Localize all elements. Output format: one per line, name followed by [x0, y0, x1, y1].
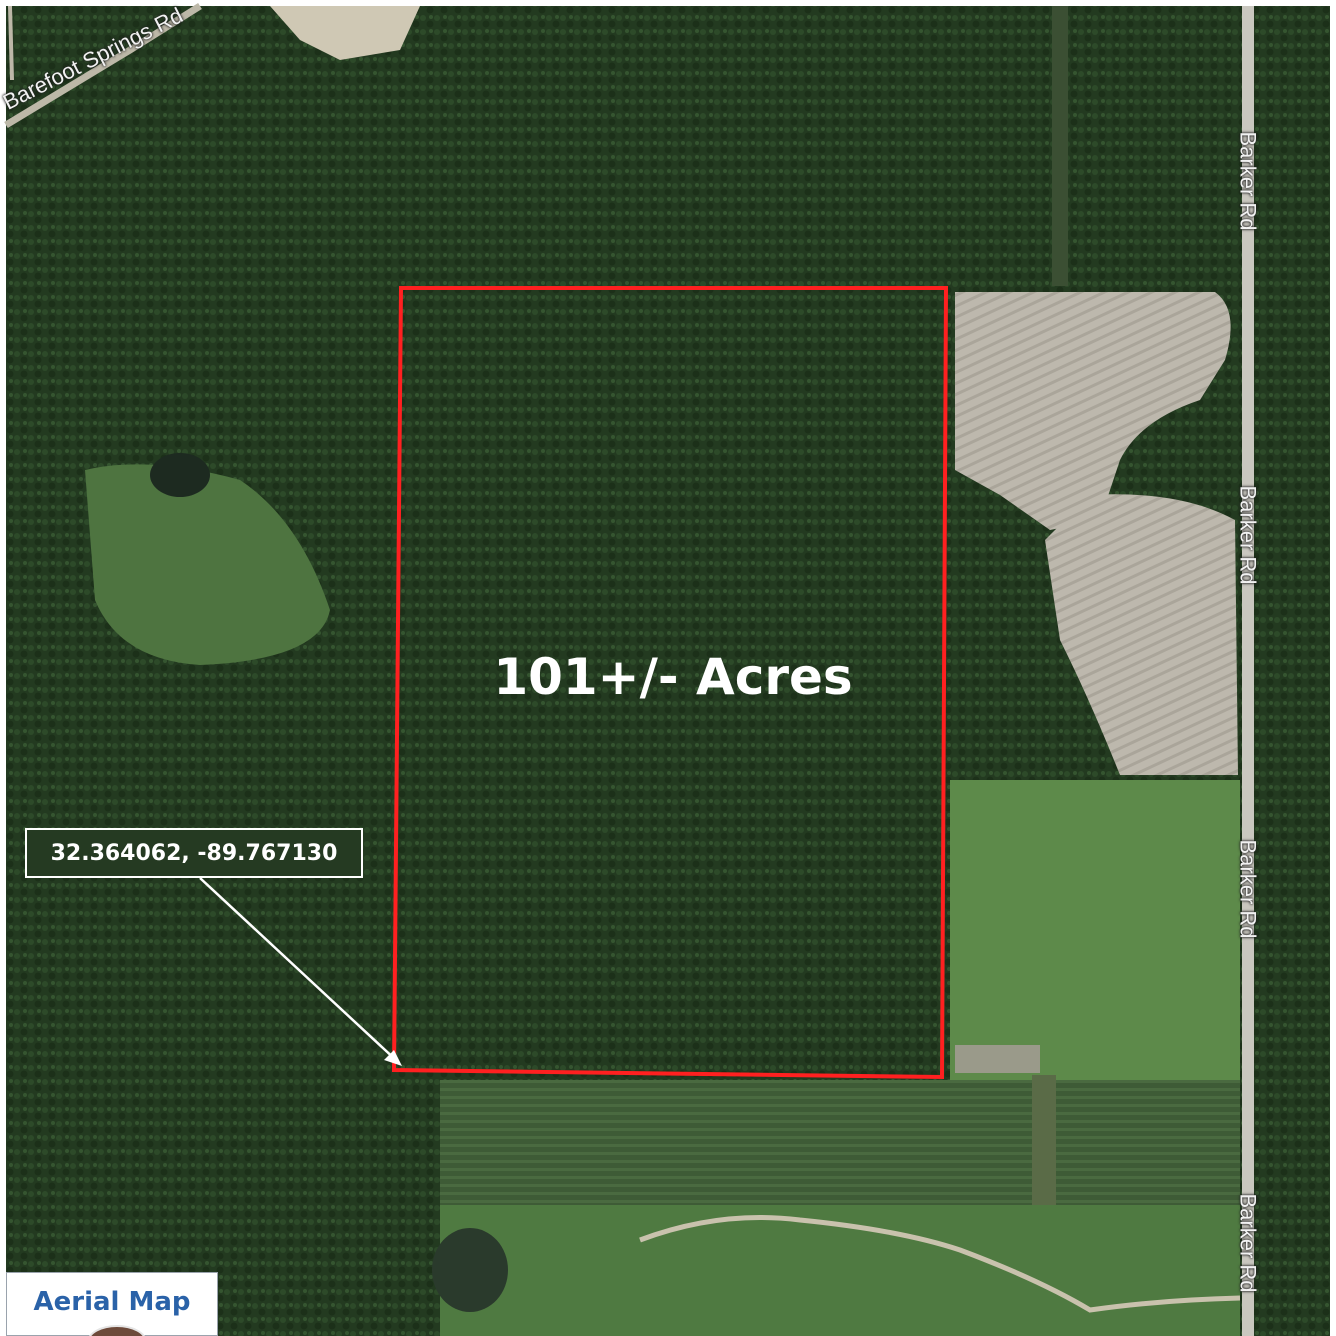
road-label-barker-2: Barker Rd	[1235, 485, 1261, 585]
pasture	[85, 464, 330, 665]
crop-field	[440, 1080, 1240, 1205]
coordinates-label: 32.364062, -89.767130	[25, 828, 363, 878]
parcel-acreage-label: 101+/- Acres	[493, 648, 853, 706]
field-lane	[1032, 1075, 1056, 1205]
clearing	[955, 1045, 1040, 1073]
road-label-barker-3: Barker Rd	[1235, 839, 1261, 939]
road-label-barker-1: Barker Rd	[1235, 131, 1261, 231]
company-logo	[87, 1325, 147, 1336]
track	[1052, 6, 1068, 286]
legend-title: Aerial Map	[33, 1287, 191, 1317]
sand-patch	[270, 6, 420, 60]
legend-box: Aerial Map	[6, 1272, 218, 1336]
south-pond	[432, 1228, 508, 1312]
road-label-barker-4: Barker Rd	[1235, 1193, 1261, 1293]
driveway	[639, 1215, 1241, 1313]
barefoot-springs-road	[4, 3, 202, 128]
barker-road	[1242, 6, 1254, 1336]
tilled-field-north	[955, 292, 1231, 530]
tilled-field-south	[1045, 494, 1238, 775]
farmstead-lawn	[950, 780, 1240, 1080]
pond	[150, 453, 210, 497]
arrow-icon	[199, 877, 402, 1066]
parcel-boundary	[391, 286, 949, 1080]
